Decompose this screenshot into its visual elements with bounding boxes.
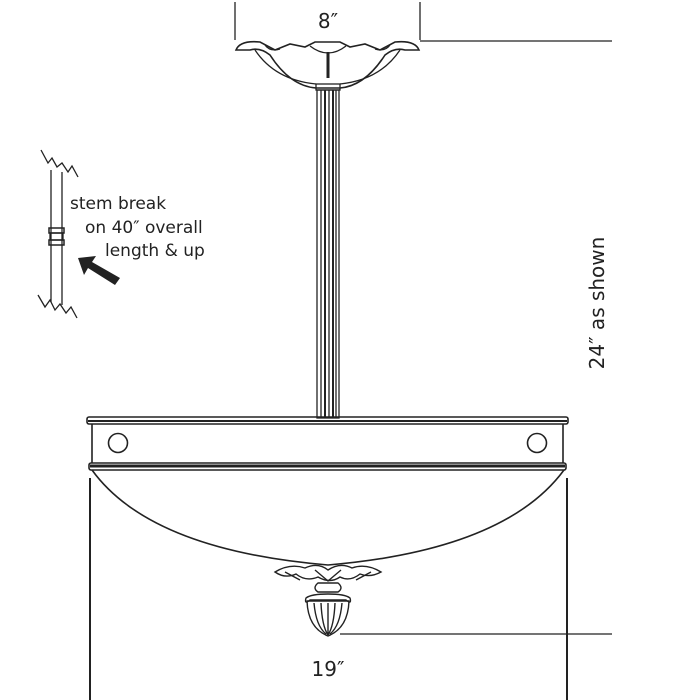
width-dimension-lines: [89, 478, 612, 700]
screw-hole-right: [526, 432, 548, 454]
stem-break-line3: length & up: [105, 241, 205, 261]
canopy-dimension-lines: [234, 2, 612, 42]
overall-width-label: 19″: [312, 657, 345, 681]
glass-bowl: [91, 469, 565, 566]
canopy: [234, 40, 421, 91]
stem-break-line1: stem break: [70, 194, 166, 214]
arrow-icon: [78, 256, 120, 285]
finial: [273, 564, 383, 637]
stem: [316, 89, 340, 419]
overall-height-label: 24″ as shown: [585, 237, 609, 370]
stem-break-detail: [37, 149, 79, 319]
stem-break-line2: on 40″ overall: [85, 218, 203, 238]
bowl-band: [86, 416, 569, 471]
canopy-width-label: 8″: [318, 9, 338, 33]
screw-hole-left: [107, 432, 129, 454]
